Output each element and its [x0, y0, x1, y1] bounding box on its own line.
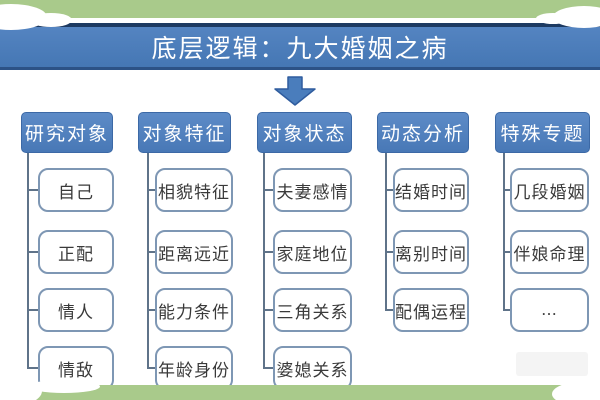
item-label: 家庭地位 — [276, 244, 349, 264]
item-label: 年龄身份 — [158, 360, 230, 380]
column-title: 特殊专题 — [500, 124, 585, 145]
connector-line — [263, 367, 274, 369]
item-box: 配偶运程 — [393, 288, 469, 332]
item-box: 自己 — [38, 168, 114, 212]
item-label: 情敌 — [58, 360, 94, 380]
item-label: 伴娘命理 — [513, 244, 586, 264]
item-label: 相貌特征 — [158, 182, 230, 202]
item-box: 能力条件 — [155, 288, 233, 332]
column-header-1: 研究对象 — [21, 112, 113, 153]
connector-line — [147, 251, 156, 253]
item-box: 伴娘命理 — [510, 230, 589, 274]
item-label: 距离远近 — [158, 244, 230, 264]
connector-line — [27, 189, 39, 191]
item-label: 自己 — [58, 182, 94, 202]
connector-line — [263, 189, 274, 191]
page-title: 底层逻辑：九大婚姻之病 — [151, 36, 449, 63]
connector-line — [385, 153, 387, 311]
column-header-3: 对象状态 — [257, 112, 352, 153]
cloud-decoration — [552, 381, 600, 400]
item-label: 结婚时间 — [395, 182, 467, 202]
item-box: 几段婚姻 — [510, 168, 589, 212]
connector-line — [27, 251, 39, 253]
column-header-4: 动态分析 — [377, 112, 469, 153]
connector-line — [503, 189, 511, 191]
watermark-remnant — [516, 352, 588, 376]
connector-line — [263, 251, 274, 253]
item-box: 年龄身份 — [155, 346, 233, 390]
connector-line — [263, 153, 265, 368]
item-box: 正配 — [38, 230, 114, 274]
connector-line — [27, 367, 39, 369]
connector-line — [503, 251, 511, 253]
connector-line — [503, 153, 505, 311]
item-box: 距离远近 — [155, 230, 233, 274]
item-box: 离别时间 — [393, 230, 469, 274]
cloud-decoration — [553, 6, 600, 28]
item-label: 婆媳关系 — [276, 360, 349, 380]
connector-line — [27, 153, 29, 368]
cloud-decoration — [28, 380, 100, 393]
item-box: 结婚时间 — [393, 168, 469, 212]
connector-line — [385, 251, 394, 253]
connector-line — [385, 189, 394, 191]
column-header-2: 对象特征 — [138, 112, 231, 153]
item-label: 情人 — [58, 302, 94, 322]
down-arrow-icon — [274, 76, 316, 106]
connector-line — [503, 309, 511, 311]
item-box: ... — [510, 288, 589, 332]
cloud-decoration — [30, 13, 72, 27]
column-title: 动态分析 — [380, 124, 465, 145]
connector-line — [147, 309, 156, 311]
column-title: 对象状态 — [262, 124, 347, 145]
item-label: 配偶运程 — [395, 302, 467, 322]
item-label: 能力条件 — [158, 302, 230, 322]
top-banner — [0, 0, 600, 18]
connector-line — [147, 153, 149, 368]
connector-line — [147, 189, 156, 191]
connector-line — [147, 367, 156, 369]
item-box: 三角关系 — [273, 288, 352, 332]
item-label: 正配 — [58, 244, 94, 264]
connector-line — [27, 309, 39, 311]
bottom-banner — [0, 385, 600, 400]
item-box: 夫妻感情 — [273, 168, 352, 212]
item-label: 夫妻感情 — [276, 182, 349, 202]
item-label: ... — [541, 300, 558, 319]
item-label: 三角关系 — [276, 302, 349, 322]
item-label: 离别时间 — [395, 244, 467, 264]
title-bar: 底层逻辑：九大婚姻之病 — [0, 23, 600, 70]
column-title: 研究对象 — [24, 124, 109, 145]
item-box: 情人 — [38, 288, 114, 332]
cloud-decoration — [536, 13, 570, 24]
item-box: 家庭地位 — [273, 230, 352, 274]
column-title: 对象特征 — [142, 124, 227, 145]
connector-line — [263, 309, 274, 311]
item-box: 相貌特征 — [155, 168, 233, 212]
connector-line — [385, 309, 394, 311]
column-header-5: 特殊专题 — [495, 112, 590, 153]
item-box: 婆媳关系 — [273, 346, 352, 390]
item-label: 几段婚姻 — [513, 182, 586, 202]
